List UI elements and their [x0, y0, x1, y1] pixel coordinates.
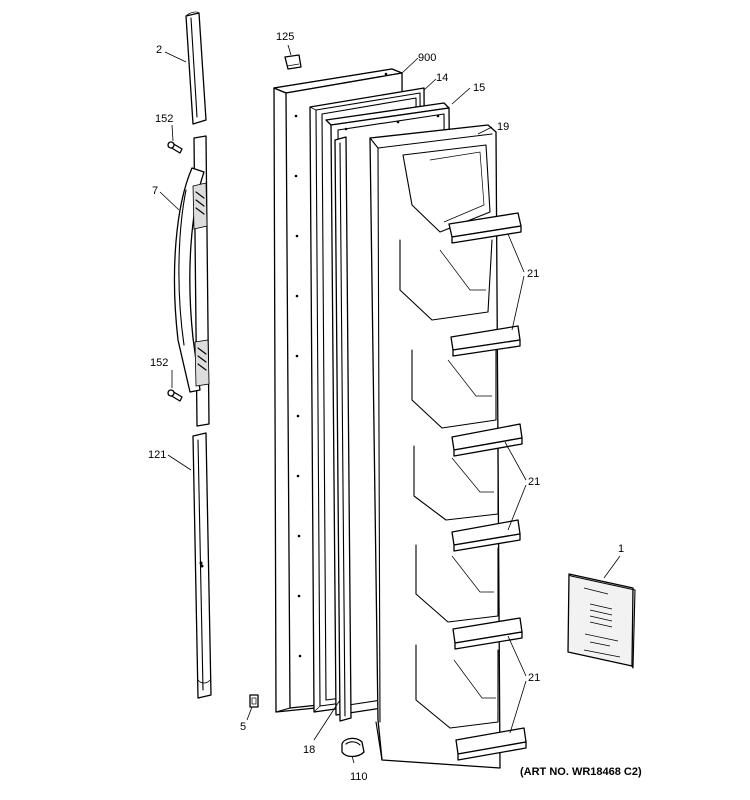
callout-15: 15	[473, 82, 485, 94]
part-2-handle-cap	[185, 11, 207, 125]
callout-1: 1	[618, 543, 624, 555]
art-number: (ART NO. WR18468 C2)	[520, 766, 642, 778]
callout-900: 900	[418, 52, 436, 64]
part-5-clip	[249, 694, 259, 708]
part-1-booklet	[567, 573, 636, 669]
leader-lines	[159, 44, 621, 764]
part-152-screw-lower	[167, 389, 183, 402]
part-7-door-handle	[173, 135, 210, 427]
callout-125: 125	[276, 31, 294, 43]
callout-18: 18	[303, 744, 315, 756]
part-125-plug	[284, 54, 302, 70]
part-18-trim-strip	[334, 136, 352, 722]
part-19-inner-liner	[369, 124, 501, 769]
callout-7: 7	[152, 185, 158, 197]
callout-152-upper: 152	[155, 113, 173, 125]
callout-21-bottom: 21	[528, 672, 540, 684]
callout-2: 2	[156, 44, 162, 56]
callout-21-middle: 21	[528, 476, 540, 488]
part-110-cam	[341, 737, 365, 758]
callout-152-lower: 152	[150, 357, 168, 369]
callout-14: 14	[436, 72, 448, 84]
callout-110: 110	[350, 771, 368, 783]
callout-121: 121	[148, 449, 166, 461]
part-21-shelf-rails	[448, 212, 527, 761]
part-152-screw-upper	[167, 141, 183, 154]
callout-21-top: 21	[527, 268, 539, 280]
callout-19: 19	[497, 121, 509, 133]
part-121-handle-trim	[192, 432, 212, 699]
callout-labels: 2 152 7 152 121 5 125 900 14 15 19 21 21…	[148, 31, 624, 783]
callout-5: 5	[240, 721, 246, 733]
